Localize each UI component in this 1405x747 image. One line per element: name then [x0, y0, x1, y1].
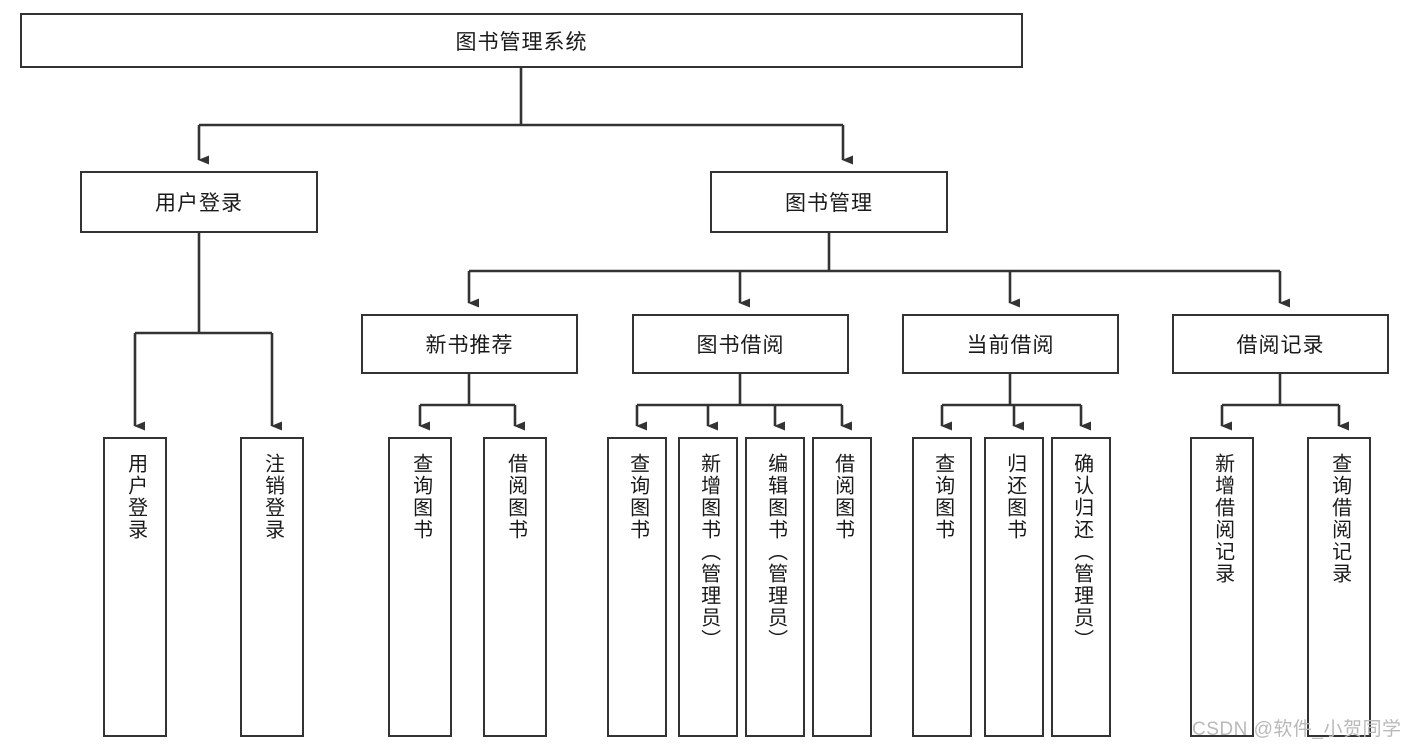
csdn-watermark: CSDN @软件_小贺同学 — [1192, 719, 1402, 740]
node-leaf-add-book[interactable]: 新增图书（管理员） — [678, 437, 738, 737]
node-root-label: 图书管理系统 — [455, 30, 588, 54]
node-borrow-record-label: 借阅记录 — [1236, 334, 1325, 357]
node-book-manage-label: 图书管理 — [785, 192, 873, 215]
node-book-manage[interactable]: 图书管理 — [710, 171, 948, 233]
node-leaf-query-book-1[interactable]: 查询图书 — [388, 437, 452, 737]
node-leaf-query-book-2[interactable]: 查询图书 — [607, 437, 667, 737]
node-leaf-edit-book[interactable]: 编辑图书（管理员） — [745, 437, 805, 737]
node-new-book-recommend[interactable]: 新书推荐 — [361, 314, 578, 374]
node-root[interactable]: 图书管理系统 — [20, 13, 1023, 68]
node-leaf-return-book-label: 归还图书 — [1003, 453, 1026, 541]
node-leaf-query-book-3[interactable]: 查询图书 — [912, 437, 972, 737]
node-leaf-borrow-book-2[interactable]: 借阅图书 — [812, 437, 872, 737]
node-leaf-query-book-3-label: 查询图书 — [931, 453, 954, 541]
node-leaf-confirm-return-label: 确认归还（管理员） — [1070, 453, 1093, 651]
node-leaf-query-record[interactable]: 查询借阅记录 — [1307, 437, 1371, 737]
node-leaf-edit-book-label: 编辑图书（管理员） — [764, 453, 787, 651]
node-leaf-confirm-return[interactable]: 确认归还（管理员） — [1051, 437, 1111, 737]
node-leaf-add-record[interactable]: 新增借阅记录 — [1190, 437, 1254, 737]
node-new-book-recommend-label: 新书推荐 — [425, 334, 514, 357]
node-book-borrow-label: 图书借阅 — [696, 334, 785, 357]
node-current-borrow-label: 当前借阅 — [966, 334, 1055, 357]
node-leaf-return-book[interactable]: 归还图书 — [984, 437, 1044, 737]
node-leaf-query-book-1-label: 查询图书 — [409, 453, 432, 541]
node-leaf-logout-label: 注销登录 — [261, 453, 284, 541]
node-leaf-query-record-label: 查询借阅记录 — [1328, 453, 1351, 585]
node-leaf-add-record-label: 新增借阅记录 — [1211, 453, 1234, 585]
node-user-login-label: 用户登录 — [155, 192, 243, 215]
node-leaf-borrow-book-1[interactable]: 借阅图书 — [483, 437, 547, 737]
node-user-login[interactable]: 用户登录 — [80, 171, 318, 233]
node-leaf-user-login[interactable]: 用户登录 — [103, 437, 167, 737]
node-leaf-borrow-book-1-label: 借阅图书 — [504, 453, 527, 541]
node-leaf-add-book-label: 新增图书（管理员） — [697, 453, 720, 651]
node-borrow-record[interactable]: 借阅记录 — [1172, 314, 1389, 374]
node-book-borrow[interactable]: 图书借阅 — [632, 314, 849, 374]
node-current-borrow[interactable]: 当前借阅 — [902, 314, 1119, 374]
node-leaf-query-book-2-label: 查询图书 — [626, 453, 649, 541]
node-leaf-user-login-label: 用户登录 — [124, 453, 147, 541]
node-leaf-borrow-book-2-label: 借阅图书 — [831, 453, 854, 541]
node-leaf-logout[interactable]: 注销登录 — [240, 437, 304, 737]
